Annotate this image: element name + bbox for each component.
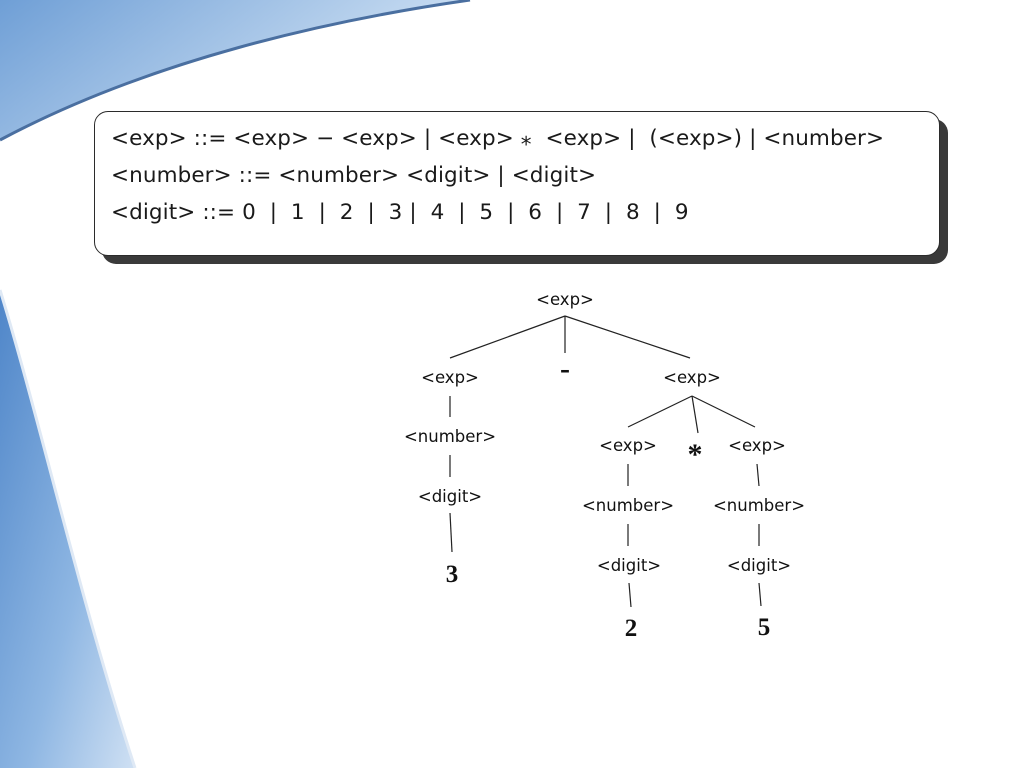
grammar-rule-exp: <exp> ::= <exp> − <exp> | <exp> ⁎ <exp> … <box>111 126 885 151</box>
edge-rl-digit-value <box>628 582 632 608</box>
left-swoosh-edge <box>0 289 137 768</box>
tree-leaf-3: 3 <box>445 561 459 588</box>
edge-right-right <box>691 395 756 428</box>
tree-node-rr-number: <number> <box>712 496 806 515</box>
edge-right-left <box>627 395 693 428</box>
tree-node-left-digit: <digit> <box>417 487 483 506</box>
tree-node-left-number: <number> <box>403 427 497 446</box>
edge-right-op <box>691 395 699 434</box>
grammar-rule-digit: <digit> ::= 0 | 1 | 2 | 3 | 4 | 5 | 6 | … <box>111 200 689 225</box>
top-swoosh <box>0 0 470 140</box>
tree-node-rr-digit: <digit> <box>726 556 792 575</box>
edge-left-digit-value <box>449 512 453 553</box>
edge-root-right <box>564 315 691 359</box>
tree-node-left-exp: <exp> <box>421 368 479 387</box>
tree-node-rr-exp: <exp> <box>728 436 786 455</box>
tree-leaf-5: 5 <box>757 614 771 641</box>
edge-root-left <box>449 315 566 359</box>
edge-rr-digit-value <box>758 582 762 607</box>
edge-rr-exp-number <box>756 463 760 487</box>
tree-leaf-2: 2 <box>624 615 638 642</box>
grammar-box: <exp> ::= <exp> − <exp> | <exp> ⁎ <exp> … <box>94 111 940 256</box>
grammar-rule-number: <number> ::= <number> <digit> | <digit> <box>111 163 597 188</box>
tree-operator-multiply: * <box>687 438 703 471</box>
tree-operator-minus: - <box>560 352 570 385</box>
tree-node-rl-number: <number> <box>581 496 675 515</box>
tree-node-root: <exp> <box>536 290 594 309</box>
top-swoosh-edge <box>0 0 471 142</box>
tree-node-rl-digit: <digit> <box>596 556 662 575</box>
tree-node-right-exp: <exp> <box>663 368 721 387</box>
tree-node-rl-exp: <exp> <box>599 436 657 455</box>
